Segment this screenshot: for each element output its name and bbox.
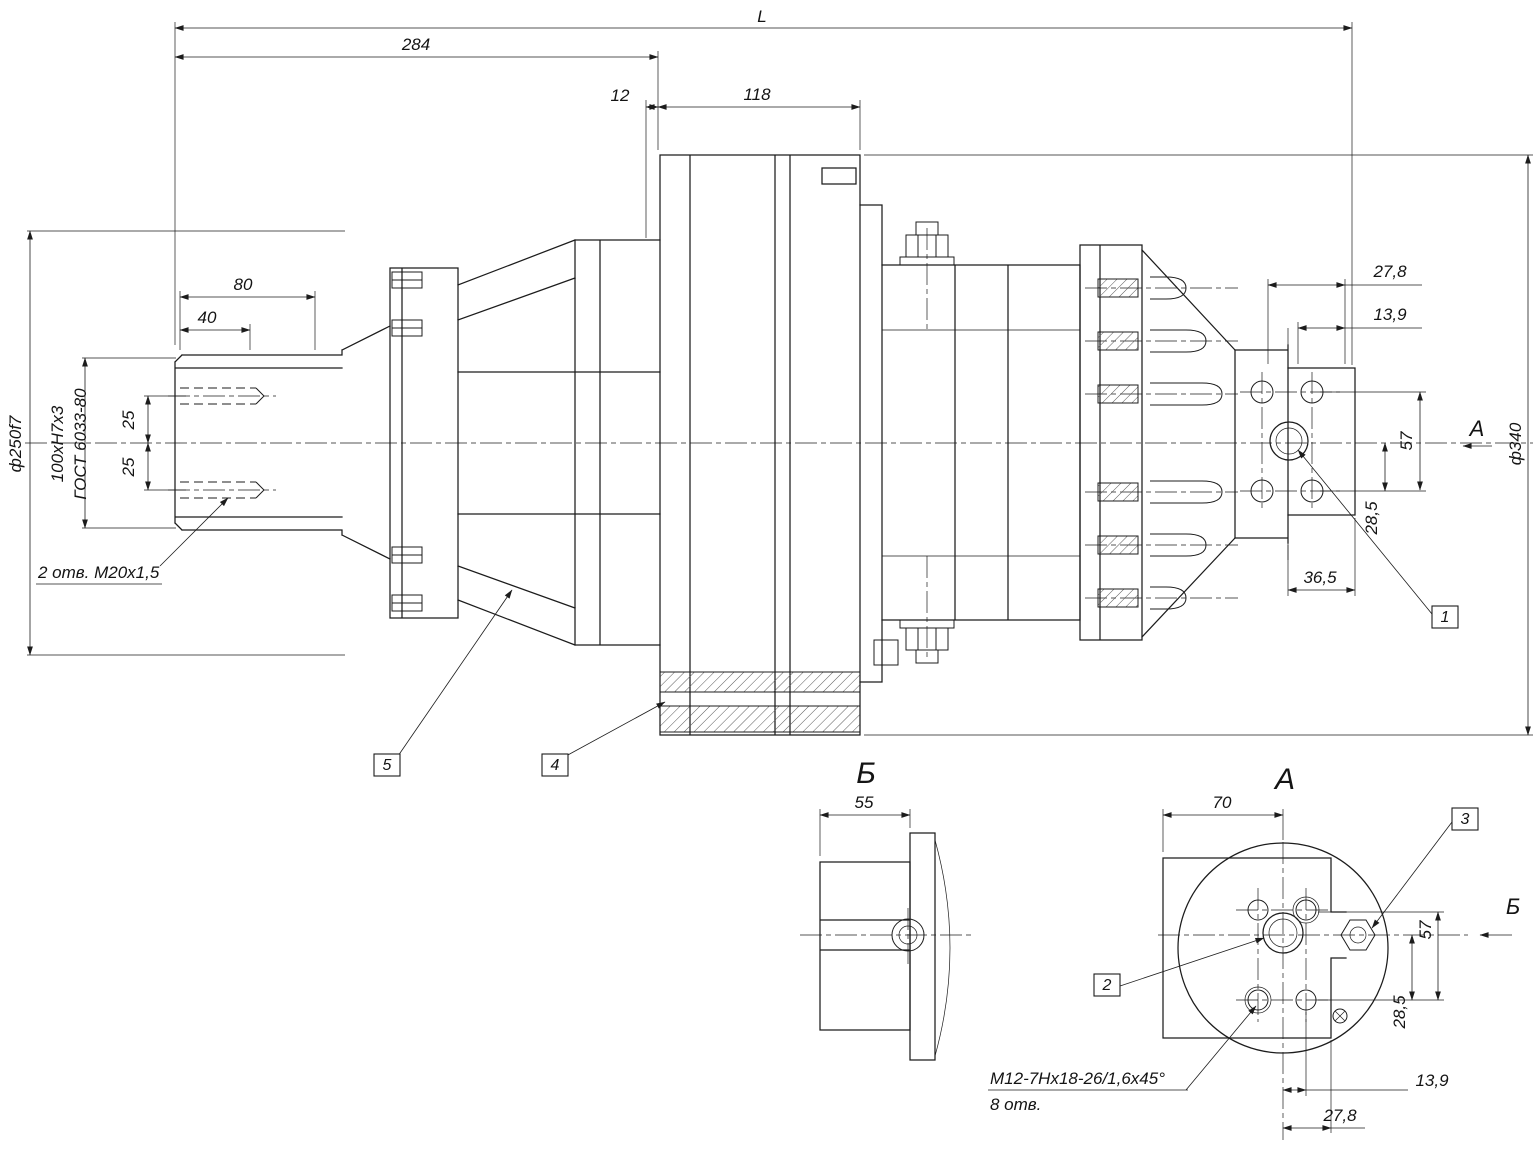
mid-cylinder xyxy=(574,239,661,646)
callout-1-box xyxy=(1431,605,1459,629)
input-shaft xyxy=(174,325,391,560)
hatch-band-lower xyxy=(659,705,861,733)
dim-13-9-view-a: 13,9 xyxy=(1415,1071,1449,1090)
callout-4-label: 4 xyxy=(551,757,560,774)
dim-12: 12 xyxy=(611,86,630,105)
main-housing xyxy=(659,154,861,736)
spline-gost: ГОСТ 6033-80 xyxy=(71,388,90,500)
left-flange-bolts xyxy=(391,271,423,612)
section-b-view xyxy=(819,832,951,1061)
center-bore xyxy=(1262,912,1304,954)
dim-118: 118 xyxy=(743,85,771,104)
mount-plate xyxy=(1162,857,1347,1039)
annotation-text: L 284 12 118 80 40 25 25 ф250f7 100хН7х3… xyxy=(6,7,1525,1125)
callout-3-box xyxy=(1451,807,1479,831)
callout-2-label: 2 xyxy=(1102,977,1112,994)
dim-overall-length: L xyxy=(757,7,766,26)
centerlines xyxy=(25,228,1533,1140)
callout-2-box xyxy=(1093,973,1121,997)
note-thread-m12: М12-7Нх18-26/1,6х45° xyxy=(990,1069,1165,1088)
dim-dia340: ф340 xyxy=(1506,422,1525,465)
dim-70: 70 xyxy=(1213,793,1232,812)
dim-13-9: 13,9 xyxy=(1373,305,1407,324)
bolt-hole xyxy=(1295,989,1317,1011)
dim-57: 57 xyxy=(1397,431,1416,450)
callout-3-label: 3 xyxy=(1461,811,1470,828)
bottom-bolt xyxy=(899,619,955,664)
note-eight-holes: 8 отв. xyxy=(990,1095,1041,1114)
view-arrow-a-label: А xyxy=(1468,416,1485,441)
port-fitting xyxy=(891,918,925,952)
bolt-hole xyxy=(1295,899,1317,921)
port-flange xyxy=(1287,367,1356,516)
dim-284: 284 xyxy=(401,35,430,54)
main-assembly-view xyxy=(174,154,1356,736)
flange-outline-circle xyxy=(1177,842,1389,1054)
view-arrow-b-label: Б xyxy=(1506,894,1520,919)
dim-36-5: 36,5 xyxy=(1303,568,1337,587)
dim-27-8-view-a: 27,8 xyxy=(1322,1106,1357,1125)
gear-teeth xyxy=(1150,276,1223,610)
dim-27-8: 27,8 xyxy=(1372,262,1407,281)
dim-55: 55 xyxy=(855,793,874,812)
hex-nut xyxy=(1340,919,1376,951)
dim-dia250: ф250f7 xyxy=(6,415,25,472)
locating-pin xyxy=(1332,1008,1348,1024)
dim-28-5-view-a: 28,5 xyxy=(1390,995,1409,1030)
bolt-hole xyxy=(1247,899,1269,921)
hatch-band-upper xyxy=(659,671,861,693)
gear-cone xyxy=(1141,249,1236,638)
top-bolt xyxy=(899,221,955,266)
dim-28-5: 28,5 xyxy=(1362,501,1381,536)
callout-5-box xyxy=(373,753,401,777)
conical-housing xyxy=(457,239,661,646)
dim-25-upper: 25 xyxy=(119,410,138,430)
view-a-title: А xyxy=(1273,763,1295,796)
dim-25-lower: 25 xyxy=(119,457,138,477)
callout-4-box xyxy=(541,753,569,777)
output-cylinder xyxy=(1234,344,1289,544)
callout-1-label: 1 xyxy=(1441,609,1450,626)
dim-57-view-a: 57 xyxy=(1416,920,1435,939)
callouts xyxy=(373,605,1479,997)
right-body xyxy=(881,264,1081,621)
bolt-hole xyxy=(1247,989,1269,1011)
dim-40: 40 xyxy=(198,308,217,327)
right-body-port xyxy=(873,639,899,666)
callout-5-label: 5 xyxy=(383,757,392,774)
left-flange xyxy=(389,267,459,619)
view-a xyxy=(1162,842,1389,1054)
stud-flange xyxy=(1079,244,1143,641)
spline-spec: 100хН7х3 xyxy=(48,405,67,482)
section-b-title: Б xyxy=(856,757,876,790)
right-plate xyxy=(859,204,883,683)
port-center-hole xyxy=(1269,421,1309,461)
dim-80: 80 xyxy=(234,275,253,294)
note-two-holes-m20: 2 отв. М20х1,5 xyxy=(37,563,160,582)
